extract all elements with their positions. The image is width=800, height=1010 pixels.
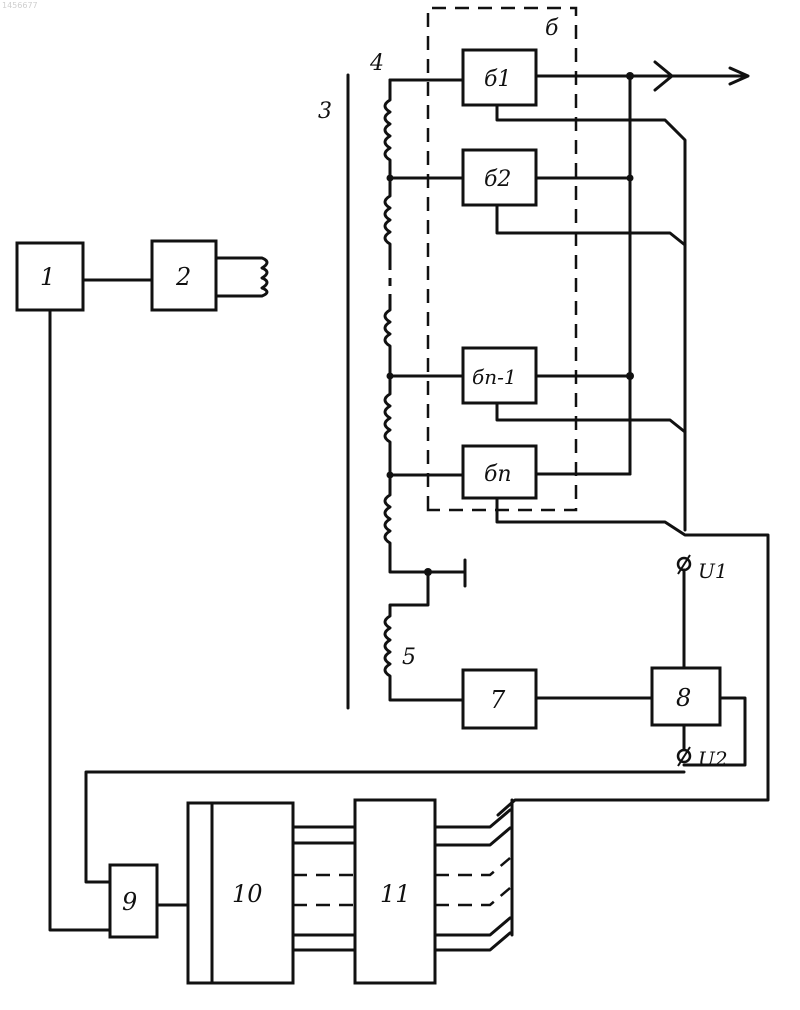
document-stamp: 1456677: [2, 1, 38, 10]
block-8-label: 8: [676, 684, 691, 712]
block-7: 7: [463, 670, 536, 728]
label-4: 4: [369, 51, 384, 76]
block-1-label: 1: [40, 263, 55, 291]
bus-10-11: [293, 827, 355, 950]
label-5: 5: [402, 645, 416, 670]
block-6-2-label: б2: [484, 167, 511, 192]
wire-ctrl-2: [497, 205, 685, 245]
block-6-1: б1: [463, 50, 536, 105]
label-6: б: [545, 16, 559, 41]
junction-tap-n1: [387, 373, 394, 380]
block-6-n: бп: [463, 446, 536, 498]
coil-2-icon: [216, 258, 267, 296]
block-6-n-1: бп-1: [463, 348, 536, 403]
coil-4-icon: [385, 80, 390, 262]
block-11: 11: [355, 800, 435, 983]
junction-tap-n: [387, 472, 394, 479]
block-2-label: 2: [175, 263, 191, 291]
wire-1-9: [50, 310, 110, 930]
terminal-u1-label: U1: [698, 559, 728, 583]
junction-tap-2: [387, 175, 394, 182]
block-10: 10: [188, 803, 293, 983]
junction-out-n1: [626, 372, 634, 380]
block-11-label: 11: [380, 880, 411, 908]
bus-11-out: [435, 800, 512, 950]
block-6-1-label: б1: [484, 67, 511, 92]
block-8: 8: [652, 668, 720, 725]
label-3: 3: [318, 99, 332, 124]
block-6-2: б2: [463, 150, 536, 205]
block-7-label: 7: [490, 686, 506, 714]
block-10-label: 10: [232, 880, 263, 908]
coil-5-icon: [385, 572, 463, 700]
terminal-u2-label: U2: [698, 747, 728, 771]
wire-ctrl-n1: [497, 403, 685, 432]
block-9: 9: [110, 865, 157, 937]
junction-out-2: [627, 175, 634, 182]
coil-4-lower-icon: [385, 300, 428, 572]
block-9-label: 9: [122, 888, 137, 916]
block-6-n-label: бп: [484, 462, 512, 487]
block-2: 2: [152, 241, 216, 310]
block-6-n-1-label: бп-1: [472, 365, 517, 389]
block-1: 1: [17, 243, 83, 310]
